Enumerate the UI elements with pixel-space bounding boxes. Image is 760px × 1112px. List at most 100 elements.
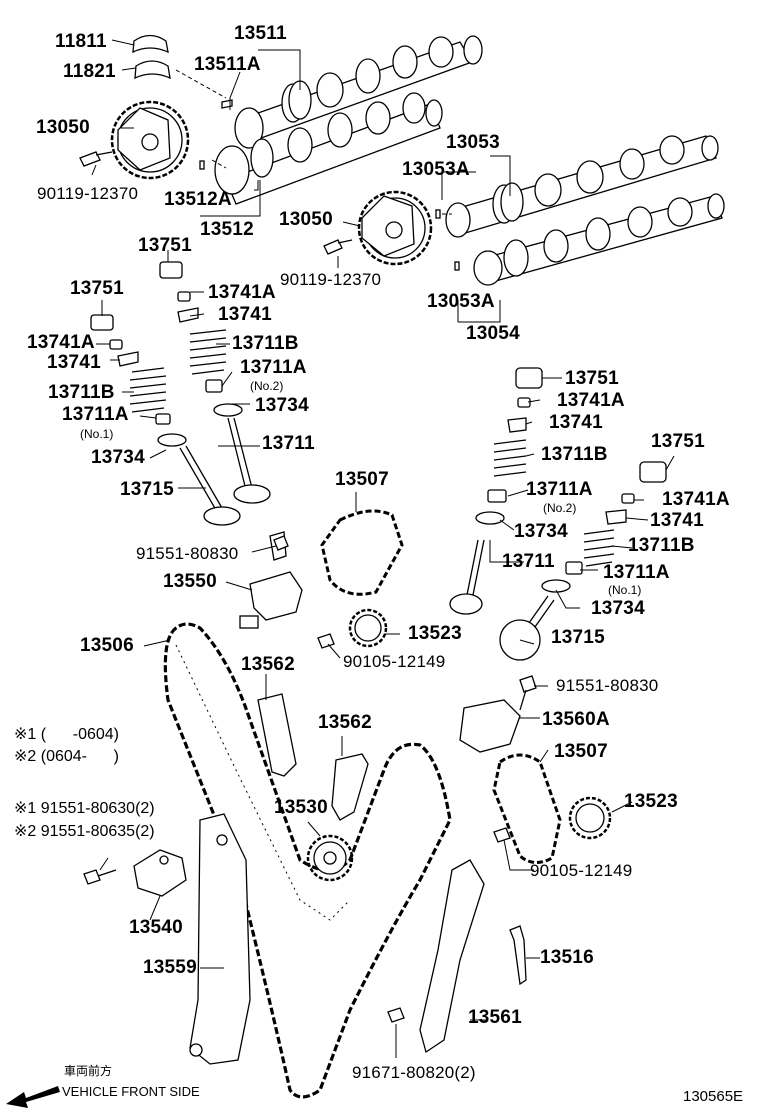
label-13511A: 13511A xyxy=(194,54,261,75)
label-13741A-c: 13741A xyxy=(557,390,625,411)
label-90119-left: 90119-12370 xyxy=(37,184,139,203)
label-13711B-c: 13711B xyxy=(541,444,608,465)
bearing-cap-11811 xyxy=(132,34,171,80)
leader-lines xyxy=(91,39,675,1058)
label-13741A-a: 13741A xyxy=(208,282,276,303)
label-13506: 13506 xyxy=(80,635,134,656)
label-13734-d: 13734 xyxy=(591,598,645,619)
label-13711A-c: 13711A xyxy=(526,479,593,500)
label-13734-c: 13734 xyxy=(514,521,568,542)
label-13562-a: 13562 xyxy=(241,654,295,675)
label-13741A-b: 13741A xyxy=(27,332,95,353)
bolt-90105-lower xyxy=(493,827,511,843)
label-13053A-bottom: 13053A xyxy=(427,291,495,312)
footnote-2: ※2 (0604- ) xyxy=(14,748,119,765)
note-no1-b: (No.1) xyxy=(608,583,642,597)
note-no2-a: (No.2) xyxy=(250,379,284,393)
label-13711B-b: 13711B xyxy=(48,382,115,403)
chain-13506-main xyxy=(163,622,452,1099)
bolt-91551-80830-upper xyxy=(273,535,289,551)
bolt-90119-right xyxy=(323,239,353,255)
label-91551-b: 91551-80830 xyxy=(556,676,659,695)
label-13523-b: 13523 xyxy=(624,791,678,812)
label-13711A-d: 13711A xyxy=(603,562,670,583)
label-13734-a: 13734 xyxy=(255,395,309,416)
label-13711B-a: 13711B xyxy=(232,333,299,354)
chain-13507-lower xyxy=(492,753,562,864)
camshaft-13054 xyxy=(435,193,725,286)
tensioner-13550 xyxy=(239,531,303,629)
camshaft-13511 xyxy=(221,35,483,149)
label-13741-c: 13741 xyxy=(549,412,603,433)
chain-guide-13562-left xyxy=(257,693,297,777)
label-13711B-d: 13711B xyxy=(628,535,695,556)
label-90105-b: 90105-12149 xyxy=(530,861,633,880)
bolt-90119-left xyxy=(79,151,113,167)
sprocket-13530 xyxy=(306,834,354,882)
label-91551-a: 91551-80830 xyxy=(136,544,239,563)
bolt-90105-upper xyxy=(317,633,335,649)
bolt-91671 xyxy=(387,1007,405,1023)
label-13050-right: 13050 xyxy=(279,209,333,230)
label-13751-a: 13751 xyxy=(138,235,192,256)
label-90119-right: 90119-12370 xyxy=(280,270,382,289)
chain-guide-13562-right xyxy=(331,753,369,821)
label-13751-b: 13751 xyxy=(70,278,124,299)
bolt-91551-80630 xyxy=(83,869,117,885)
label-13715-a: 13715 xyxy=(120,479,174,500)
label-13560A: 13560A xyxy=(542,709,610,730)
sprocket-13523-upper xyxy=(348,608,388,648)
camshaft-13053 xyxy=(445,135,719,238)
camshaft-13512 xyxy=(199,92,443,205)
label-90105-a: 90105-12149 xyxy=(343,652,446,671)
label-13715-b: 13715 xyxy=(551,627,605,648)
footnote-1: ※1 ( -0604) xyxy=(14,726,119,743)
legend-english: VEHICLE FRONT SIDE xyxy=(62,1084,200,1099)
footnote-3: ※1 91551-80630(2) xyxy=(14,800,155,817)
label-13741-b: 13741 xyxy=(47,352,101,373)
label-13559: 13559 xyxy=(143,957,197,978)
note-no2-b: (No.2) xyxy=(543,501,577,515)
label-13512: 13512 xyxy=(200,219,254,240)
label-13751-d: 13751 xyxy=(651,431,705,452)
label-11811: 11811 xyxy=(55,31,107,52)
legend-japanese: 車両前方 xyxy=(64,1064,113,1078)
label-13711A-b: 13711A xyxy=(62,404,129,425)
oil-jet-13516 xyxy=(509,925,527,986)
chain-guide-13561 xyxy=(419,859,485,1054)
label-13550: 13550 xyxy=(163,571,217,592)
chain-guide-13559 xyxy=(189,813,251,1065)
label-13741A-d: 13741A xyxy=(662,489,730,510)
label-91671: 91671-80820(2) xyxy=(352,1063,476,1082)
label-13711-a: 13711 xyxy=(262,433,315,454)
note-no1-a: (No.1) xyxy=(80,427,114,441)
label-13751-c: 13751 xyxy=(565,368,619,389)
arrow-left-down-icon xyxy=(6,1086,60,1108)
valve-assembly-right-inner xyxy=(449,367,543,615)
cam-timing-gear-13050-left xyxy=(110,100,190,180)
label-13741-a: 13741 xyxy=(218,304,272,325)
label-13516: 13516 xyxy=(540,947,594,968)
label-13511: 13511 xyxy=(234,23,287,44)
label-13741-d: 13741 xyxy=(650,510,704,531)
label-13053A-top: 13053A xyxy=(402,159,470,180)
valve-assembly-left-inner xyxy=(159,261,271,504)
label-13711-c: 13711 xyxy=(502,551,555,572)
label-13734-b: 13734 xyxy=(91,447,145,468)
sprocket-13523-lower xyxy=(568,796,612,840)
label-11821: 11821 xyxy=(63,61,116,82)
label-13523-a: 13523 xyxy=(408,623,462,644)
label-13507-a: 13507 xyxy=(335,469,389,490)
tensioner-13560A xyxy=(459,699,521,753)
label-13711A-a: 13711A xyxy=(240,357,307,378)
chain-13507-upper xyxy=(320,509,404,596)
cam-timing-gear-13050-right xyxy=(357,190,433,266)
label-13561: 13561 xyxy=(468,1007,522,1028)
label-13512A: 13512A xyxy=(164,189,232,210)
label-13530: 13530 xyxy=(274,797,328,818)
alignment-dashes xyxy=(175,69,452,215)
label-13562-b: 13562 xyxy=(318,712,372,733)
label-13540: 13540 xyxy=(129,917,183,938)
